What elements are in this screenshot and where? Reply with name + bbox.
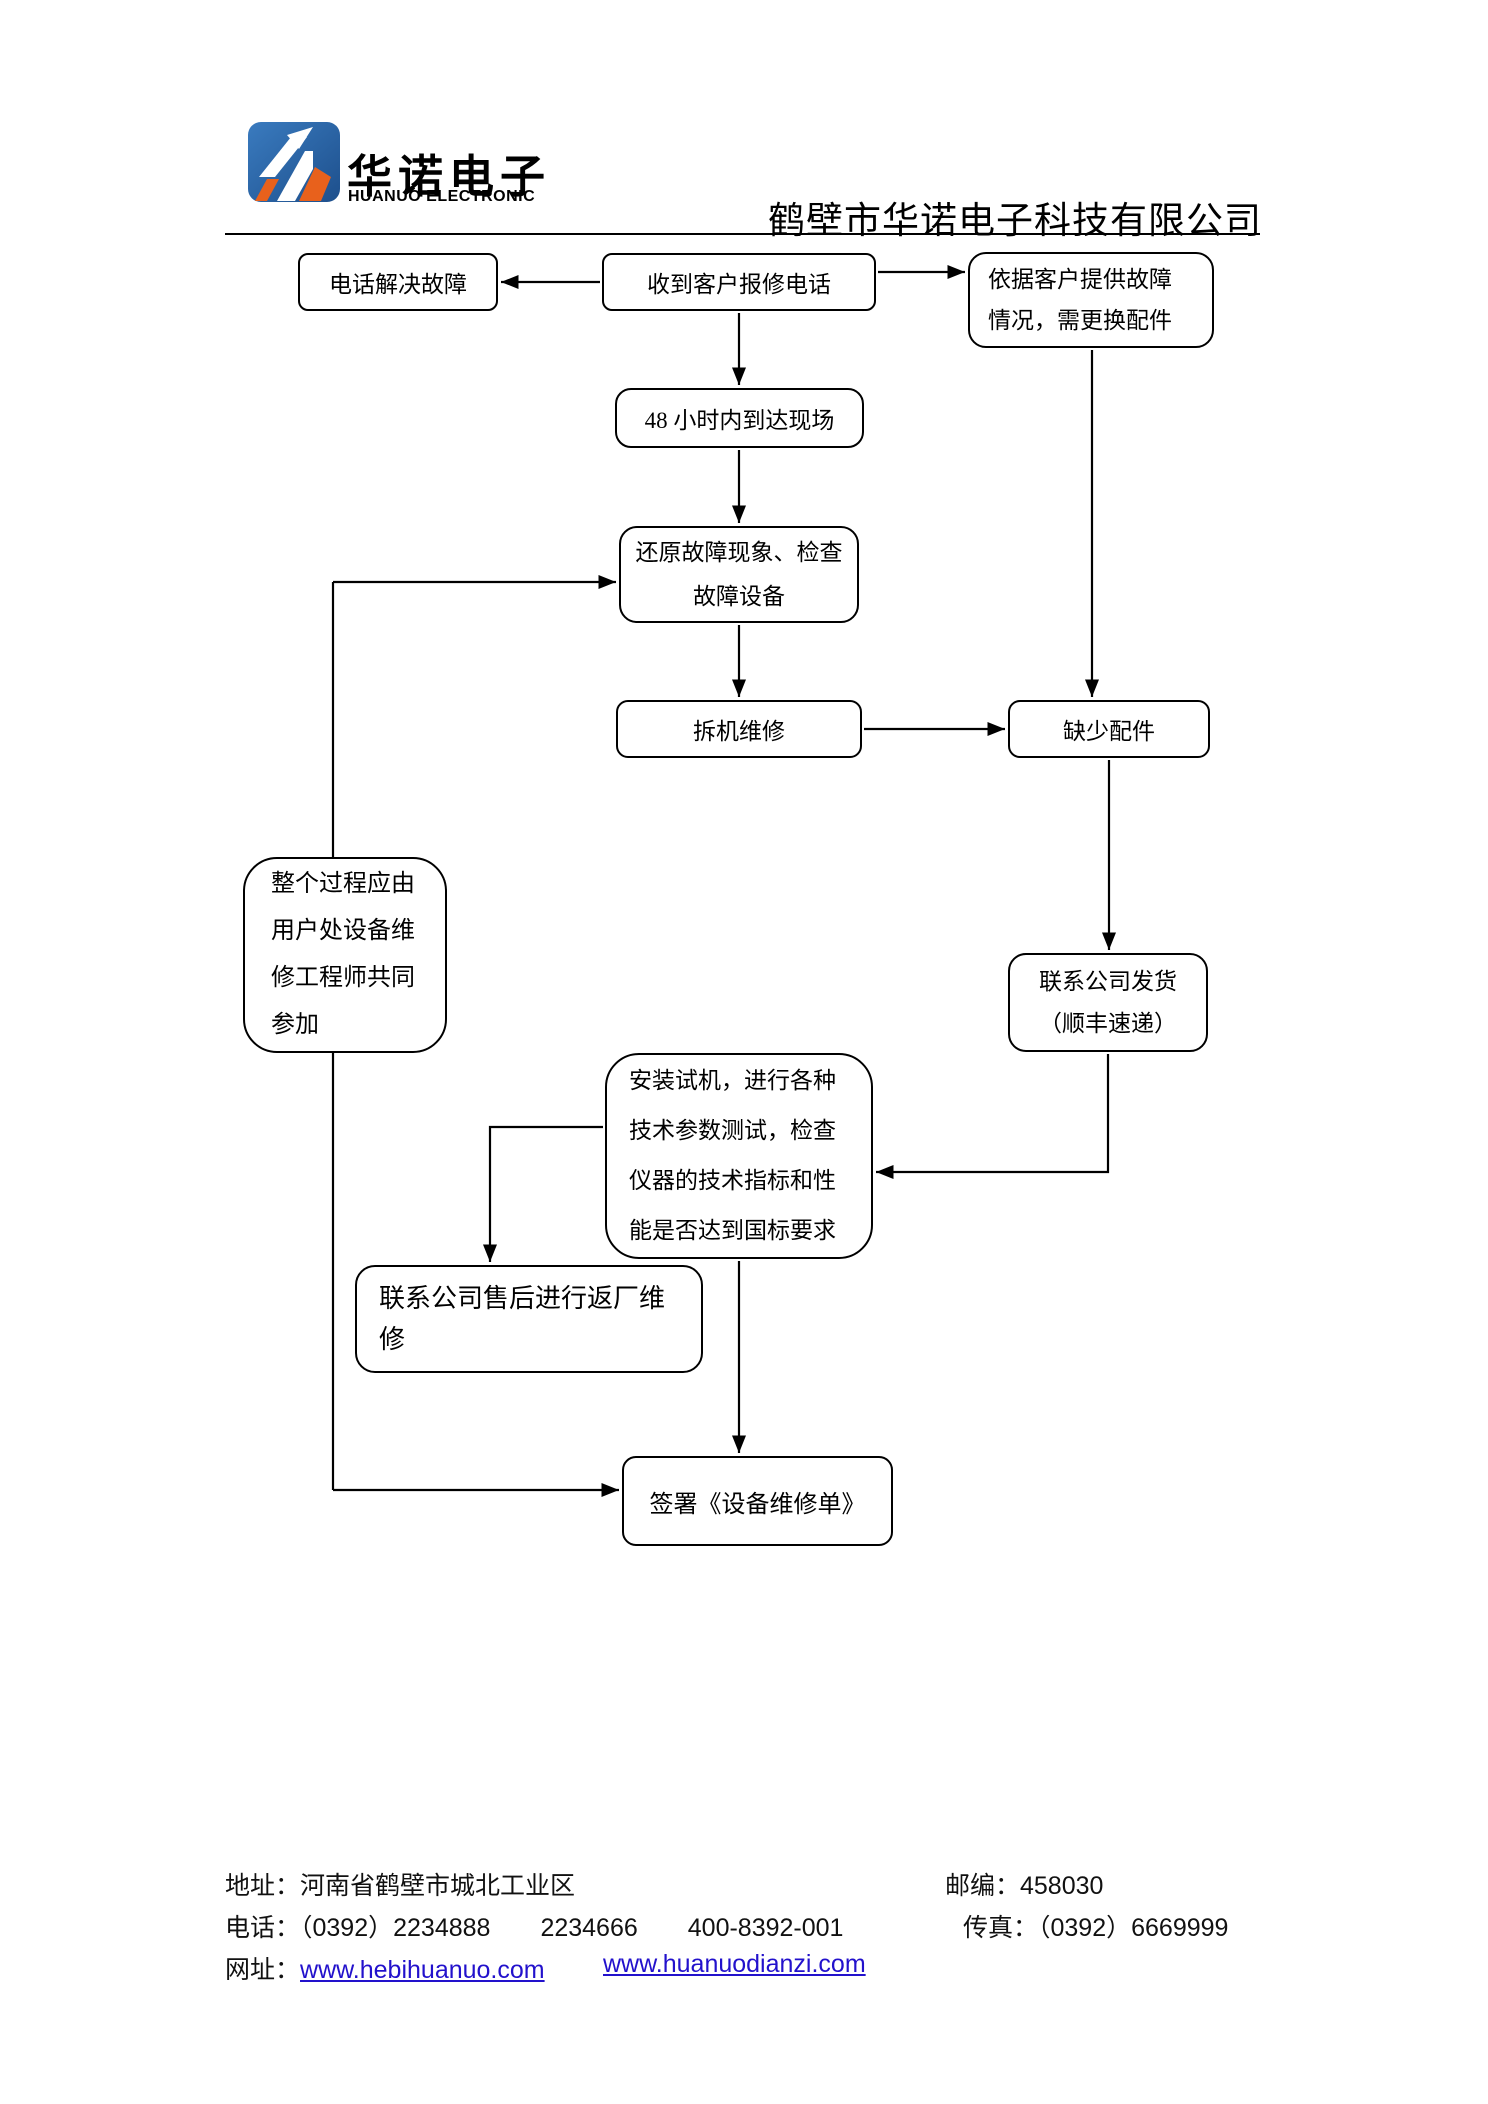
footer-postcode: 邮编：458030 [945, 1872, 1104, 1900]
header-divider [225, 233, 1260, 235]
website-link-hebihuanuo[interactable]: www.hebihuanuo.com [300, 1956, 545, 1984]
footer-address: 地址：河南省鹤壁市城北工业区 [225, 1872, 576, 1900]
node-disassemble: 拆机维修 [616, 700, 862, 758]
footer-web-row: 网址：www.hebihuanuo.com [225, 1950, 545, 1986]
website-link-huanuodianzi[interactable]: www.huanuodianzi.com [603, 1950, 866, 1978]
footer-web-label: 网址： [225, 1956, 301, 1984]
node-process-note: 整个过程应由 用户处设备维 修工程师共同 参加 [243, 857, 447, 1053]
footer-phone: 电话：（0392）2234888 2234666 400-8392-001 [225, 1914, 844, 1942]
node-sign-form: 签署《设备维修单》 [622, 1456, 893, 1546]
node-arrive-48h: 48 小时内到达现场 [615, 388, 864, 448]
node-receive-call: 收到客户报修电话 [602, 253, 876, 311]
node-restore-check: 还原故障现象、检查 故障设备 [619, 526, 859, 623]
node-return-repair: 联系公司售后进行返厂维修 [355, 1265, 703, 1373]
node-provide-fault: 依据客户提供故障 情况，需更换配件 [968, 252, 1214, 348]
node-phone-solve: 电话解决故障 [298, 253, 498, 311]
footer-fax: 传真：（0392）6669999 [963, 1914, 1229, 1942]
logo-text-en: HUANUO ELECTRONIC [348, 188, 536, 205]
logo-text-zh: 华诺电子 [347, 151, 552, 202]
node-ship-parts: 联系公司发货 （顺丰速递） [1008, 953, 1208, 1052]
node-install-test: 安装试机，进行各种 技术参数测试，检查 仪器的技术指标和性 能是否达到国标要求 [605, 1053, 873, 1259]
node-lack-parts: 缺少配件 [1008, 700, 1210, 758]
huanuo-logo-icon [248, 122, 340, 202]
